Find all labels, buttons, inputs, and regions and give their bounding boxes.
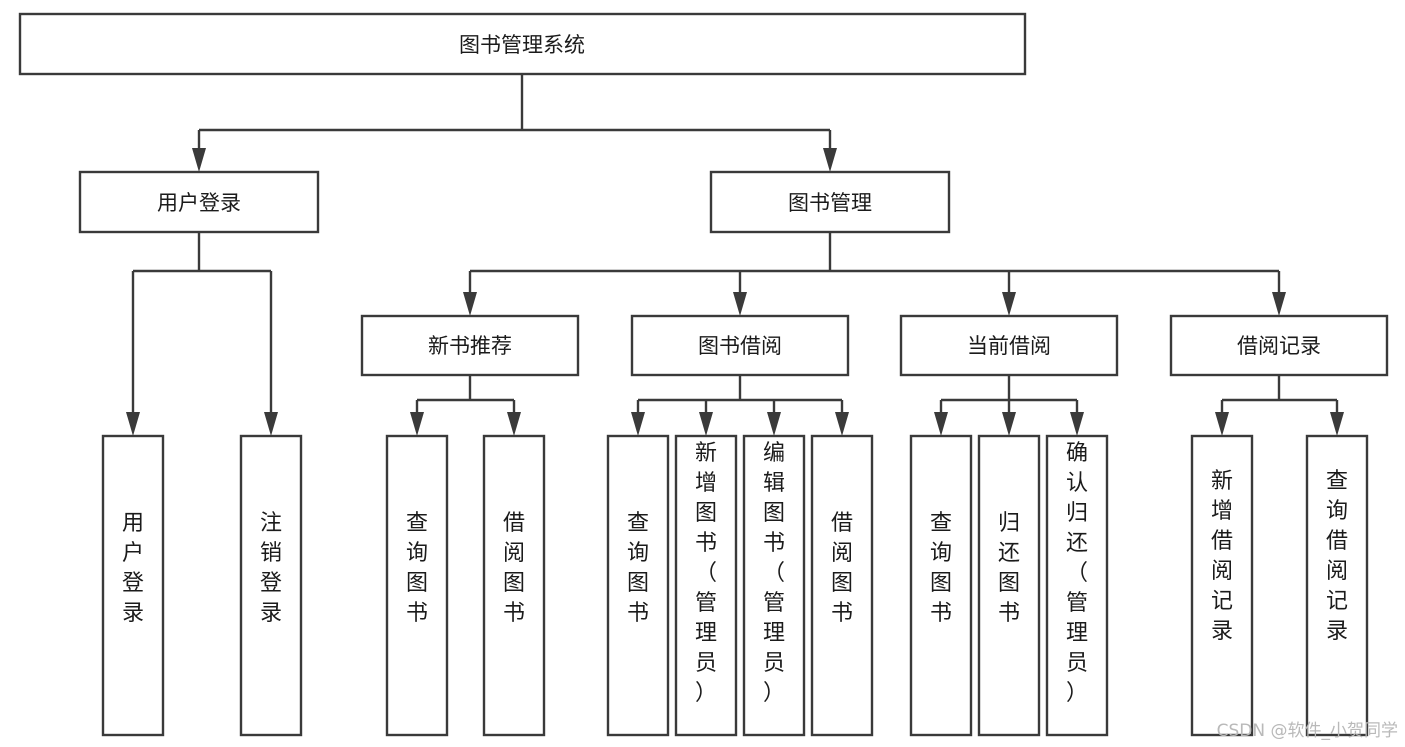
node-book-borrow-box[interactable]	[630, 314, 850, 377]
leaf-records-add[interactable]: 新增借阅记录	[1190, 434, 1254, 737]
leaf-new-book-query-label: 查询图书	[406, 511, 428, 626]
node-root-system[interactable]: 图书管理系统	[18, 12, 1027, 76]
arrow-to-user-login	[192, 148, 206, 172]
leaf-records-add-box[interactable]	[1190, 434, 1254, 737]
leaf-new-book-borrow-box[interactable]	[482, 434, 546, 737]
node-current-borrow-label: 当前借阅	[967, 334, 1051, 358]
node-root-system-label: 图书管理系统	[459, 33, 585, 57]
node-borrow-records-label: 借阅记录	[1237, 334, 1321, 358]
leaf-records-add-label: 新增借阅记录	[1211, 469, 1233, 644]
arrow-book-borrow-leaf3	[767, 412, 781, 436]
connector-layer	[126, 74, 1344, 436]
leaf-current-borrow-return-label: 归还图书	[998, 511, 1020, 626]
leaf-records-query-box[interactable]	[1305, 434, 1369, 737]
arrow-to-borrow-records	[1272, 292, 1286, 316]
leaf-user-login-signin[interactable]: 用户登录	[101, 434, 165, 737]
arrow-to-new-book	[463, 292, 477, 316]
node-user-login[interactable]: 用户登录	[78, 170, 320, 234]
leaf-user-login-signout-box[interactable]	[239, 434, 303, 737]
node-current-borrow[interactable]: 当前借阅	[899, 314, 1119, 377]
leaf-book-borrow-add[interactable]: 新增图书（管理员）	[674, 434, 738, 737]
node-book-management-label: 图书管理	[788, 191, 872, 215]
leaf-new-book-query-box[interactable]	[385, 434, 449, 737]
leaf-book-borrow-lend-label: 借阅图书	[831, 511, 853, 626]
node-new-book-recommend-box[interactable]	[360, 314, 580, 377]
arrow-borrow-records-leaf2	[1330, 412, 1344, 436]
leaf-book-borrow-edit-box[interactable]	[742, 434, 806, 737]
leaf-records-query[interactable]: 查询借阅记录	[1305, 434, 1369, 737]
leaf-current-borrow-query-label: 查询图书	[930, 511, 952, 626]
leaf-current-borrow-query[interactable]: 查询图书	[909, 434, 973, 737]
node-user-login-label: 用户登录	[157, 191, 241, 215]
arrow-book-borrow-leaf2	[699, 412, 713, 436]
node-book-borrow-label: 图书借阅	[698, 334, 782, 358]
arrow-to-book-borrow	[733, 292, 747, 316]
leaf-records-query-label: 查询借阅记录	[1326, 469, 1348, 644]
arrow-borrow-records-leaf1	[1215, 412, 1229, 436]
arrow-to-current-borrow	[1002, 292, 1016, 316]
arrow-to-book-mgmt	[823, 148, 837, 172]
leaf-current-borrow-confirm-return[interactable]: 确认归还（管理员）	[1045, 434, 1109, 737]
arrow-book-borrow-leaf4	[835, 412, 849, 436]
node-current-borrow-box[interactable]	[899, 314, 1119, 377]
leaf-user-login-signout-label: 注销登录	[260, 511, 282, 626]
leaf-book-borrow-query-label: 查询图书	[627, 511, 649, 626]
leaf-book-borrow-lend-box[interactable]	[810, 434, 874, 737]
leaf-book-borrow-query-box[interactable]	[606, 434, 670, 737]
node-root-system-box[interactable]	[18, 12, 1027, 76]
leaf-current-borrow-return-box[interactable]	[977, 434, 1041, 737]
node-book-borrow[interactable]: 图书借阅	[630, 314, 850, 377]
node-book-management[interactable]: 图书管理	[709, 170, 951, 234]
leaf-new-book-borrow[interactable]: 借阅图书	[482, 434, 546, 737]
leaf-current-borrow-query-box[interactable]	[909, 434, 973, 737]
leaf-current-borrow-return[interactable]: 归还图书	[977, 434, 1041, 737]
leaf-current-borrow-confirm-return-label: 确认归还（管理员）	[1066, 441, 1088, 706]
leaf-user-login-signin-box[interactable]	[101, 434, 165, 737]
csdn-watermark: CSDN @软件_小贺同学	[1217, 721, 1398, 741]
leaf-book-borrow-lend[interactable]: 借阅图书	[810, 434, 874, 737]
arrow-current-borrow-leaf2	[1002, 412, 1016, 436]
leaf-book-borrow-edit-label: 编辑图书（管理员）	[763, 441, 785, 706]
arrow-new-book-leaf1	[410, 412, 424, 436]
arrow-current-borrow-leaf1	[934, 412, 948, 436]
leaf-book-borrow-edit[interactable]: 编辑图书（管理员）	[742, 434, 806, 737]
leaf-user-login-signin-label: 用户登录	[122, 511, 144, 626]
arrow-user-login-leaf1	[126, 412, 140, 436]
leaf-book-borrow-query[interactable]: 查询图书	[606, 434, 670, 737]
node-borrow-records-box[interactable]	[1169, 314, 1389, 377]
leaf-new-book-query[interactable]: 查询图书	[385, 434, 449, 737]
node-user-login-box[interactable]	[78, 170, 320, 234]
node-new-book-recommend[interactable]: 新书推荐	[360, 314, 580, 377]
leaf-current-borrow-confirm-return-box[interactable]	[1045, 434, 1109, 737]
arrow-new-book-leaf2	[507, 412, 521, 436]
node-borrow-records[interactable]: 借阅记录	[1169, 314, 1389, 377]
leaf-user-login-signout[interactable]: 注销登录	[239, 434, 303, 737]
arrow-book-borrow-leaf1	[631, 412, 645, 436]
leaf-book-borrow-add-label: 新增图书（管理员）	[695, 441, 717, 706]
arrow-current-borrow-leaf3	[1070, 412, 1084, 436]
leaf-new-book-borrow-label: 借阅图书	[503, 511, 525, 626]
leaf-book-borrow-add-box[interactable]	[674, 434, 738, 737]
arrow-user-login-leaf2	[264, 412, 278, 436]
node-book-management-box[interactable]	[709, 170, 951, 234]
node-new-book-recommend-label: 新书推荐	[428, 334, 512, 358]
